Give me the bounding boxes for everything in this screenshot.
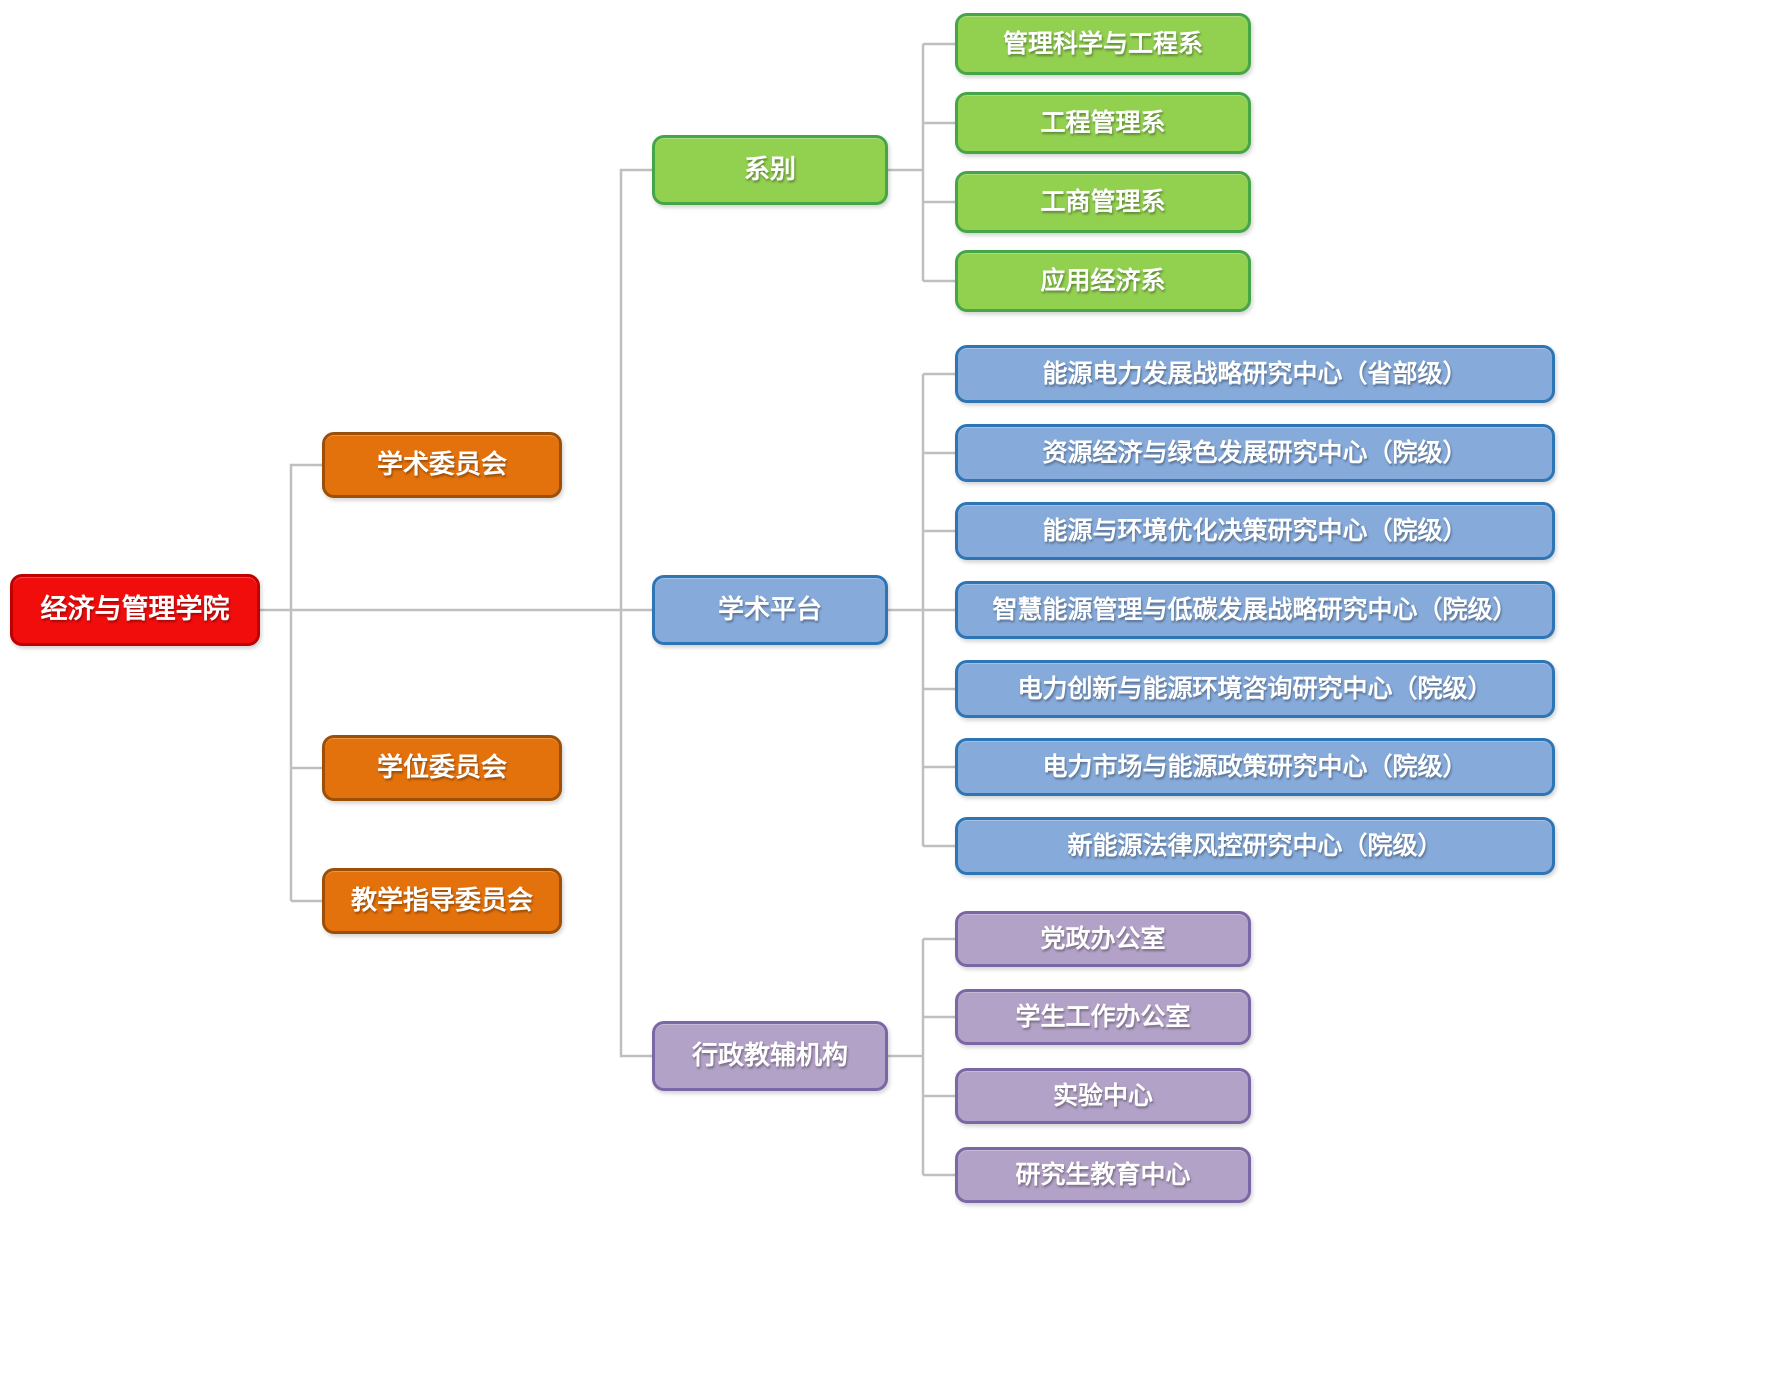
research-center-node: 电力市场与能源政策研究中心（院级） [955,738,1555,796]
research-center-label: 新能源法律风控研究中心（院级） [1067,831,1443,860]
research-center-label: 资源经济与绿色发展研究中心（院级） [1042,438,1468,467]
academic-committee-label: 学术委员会 [376,449,507,480]
department-label: 工程管理系 [1040,108,1166,137]
department-node: 应用经济系 [955,250,1251,312]
degree-committee-label: 学位委员会 [376,752,507,783]
admin-support-branch-label: 行政教辅机构 [691,1040,848,1071]
department-label: 管理科学与工程系 [1002,29,1203,58]
department-label: 应用经济系 [1040,266,1166,295]
research-center-node: 资源经济与绿色发展研究中心（院级） [955,424,1555,482]
academic-committee-node: 学术委员会 [322,432,562,498]
college-root-label: 经济与管理学院 [40,594,230,625]
academic-platform-branch-node: 学术平台 [652,575,888,645]
research-center-node: 电力创新与能源环境咨询研究中心（院级） [955,660,1555,718]
admin-office-label: 学生工作办公室 [1015,1002,1191,1031]
research-center-node: 能源电力发展战略研究中心（省部级） [955,345,1555,403]
research-center-label: 电力创新与能源环境咨询研究中心（院级） [1017,674,1493,703]
admin-office-node: 实验中心 [955,1068,1251,1124]
department-node: 管理科学与工程系 [955,13,1251,75]
admin-office-label: 党政办公室 [1040,924,1166,953]
research-center-label: 能源电力发展战略研究中心（省部级） [1042,359,1468,388]
departments-branch-label: 系别 [743,154,796,185]
admin-office-node: 学生工作办公室 [955,989,1251,1045]
academic-platform-branch-label: 学术平台 [717,594,822,625]
department-node: 工商管理系 [955,171,1251,233]
admin-office-node: 研究生教育中心 [955,1147,1251,1203]
research-center-node: 能源与环境优化决策研究中心（院级） [955,502,1555,560]
admin-office-label: 研究生教育中心 [1015,1160,1191,1189]
admin-office-label: 实验中心 [1052,1081,1153,1110]
degree-committee-node: 学位委员会 [322,735,562,801]
research-center-node: 新能源法律风控研究中心（院级） [955,817,1555,875]
department-label: 工商管理系 [1040,187,1166,216]
research-center-label: 智慧能源管理与低碳发展战略研究中心（院级） [992,595,1518,624]
research-center-label: 电力市场与能源政策研究中心（院级） [1042,752,1468,781]
admin-support-branch-node: 行政教辅机构 [652,1021,888,1091]
teaching-guidance-committee-label: 教学指导委员会 [350,885,533,916]
departments-branch-node: 系别 [652,135,888,205]
college-root-node: 经济与管理学院 [10,574,260,646]
department-node: 工程管理系 [955,92,1251,154]
research-center-node: 智慧能源管理与低碳发展战略研究中心（院级） [955,581,1555,639]
admin-office-node: 党政办公室 [955,911,1251,967]
research-center-label: 能源与环境优化决策研究中心（院级） [1042,516,1468,545]
teaching-guidance-committee-node: 教学指导委员会 [322,868,562,934]
